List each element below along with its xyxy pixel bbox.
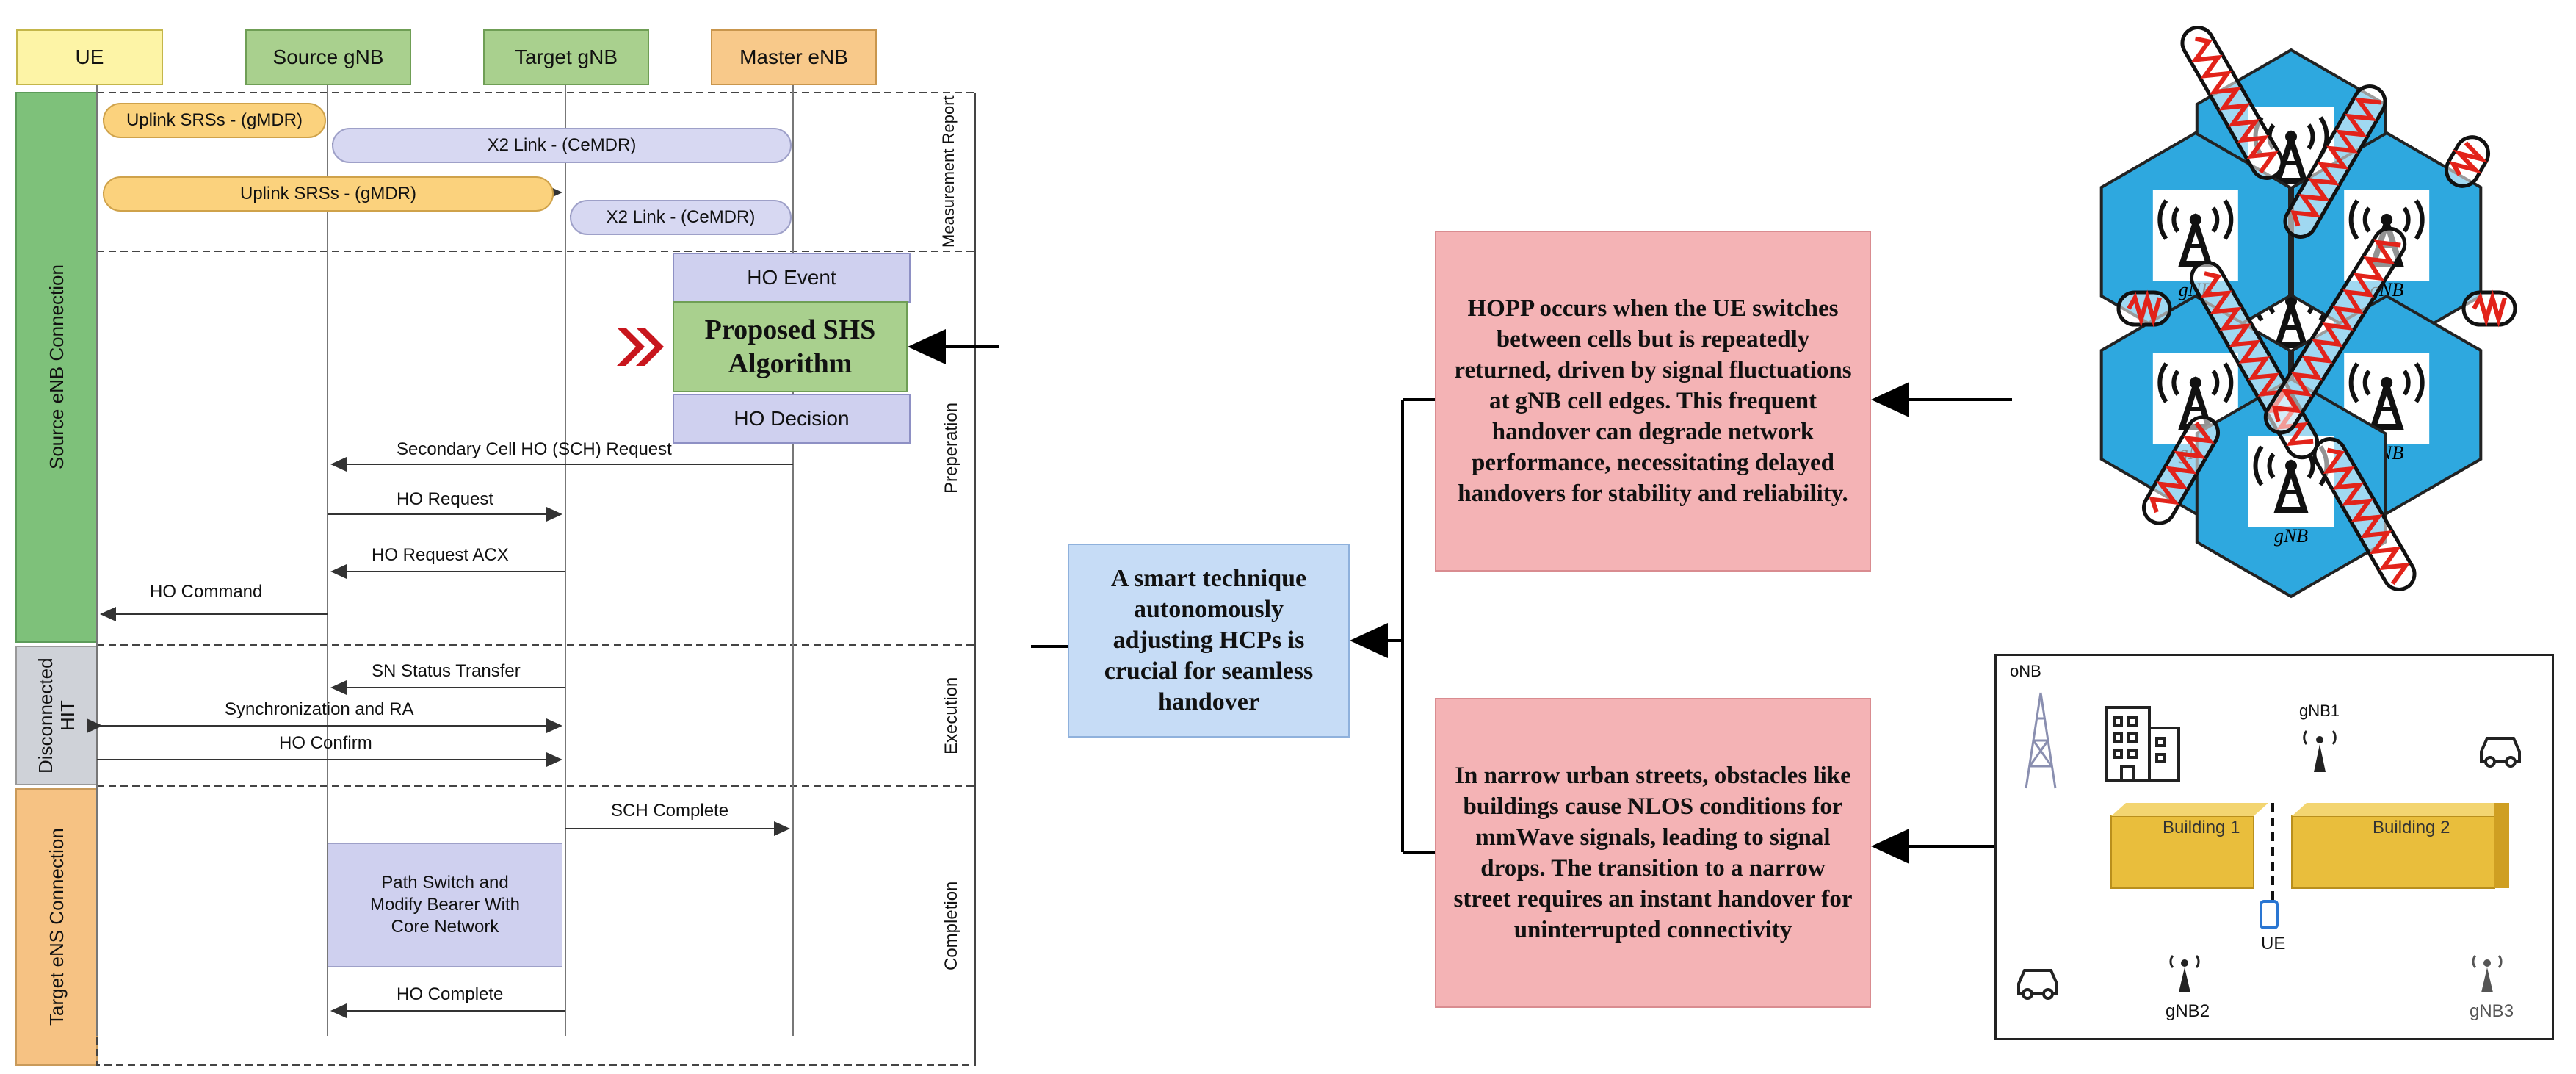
label-building-1: Building 1: [2163, 818, 2240, 837]
phase-label-disconnected: Disconnected HIT: [35, 657, 79, 774]
header-source-gnb: Source gNB: [245, 29, 411, 85]
phase-label-completion: Completion: [941, 881, 961, 970]
band-target: [15, 788, 98, 1066]
building-2-side: [2494, 803, 2509, 888]
building-1-roof: [2111, 803, 2268, 816]
msg-ho-command: HO Command: [150, 582, 263, 602]
label-building-2: Building 2: [2373, 818, 2450, 837]
gnb2-antenna-icon: [2169, 955, 2200, 992]
enb-tower-icon: [2025, 692, 2057, 789]
handover-ripple-capsule: [2312, 437, 2417, 591]
phase-label-target: Target eNS Connection: [46, 828, 68, 1026]
label-enb: oNB: [2010, 662, 2041, 680]
phase-label-execution: Execution: [941, 677, 961, 754]
msg-sync-ra: Synchronization and RA: [225, 699, 414, 719]
antenna-icon: [2157, 199, 2234, 267]
building-2: [2291, 815, 2495, 889]
handover-ripple-capsule: [2116, 289, 2172, 328]
handover-ripple-capsule: [2283, 84, 2387, 239]
hex-label: gNB: [2274, 525, 2308, 547]
msg-uplink-2: Uplink SRSs - (gMDR): [103, 176, 554, 212]
nlos-description-box: In narrow urban streets, obstacles like …: [1435, 698, 1871, 1008]
building-1: [2110, 815, 2254, 889]
msg-sch-complete: SCH Complete: [611, 801, 729, 821]
band-source: [15, 92, 98, 643]
handover-ripple-capsule: [2263, 226, 2407, 435]
car-icon: [2480, 737, 2521, 768]
header-ue: UE: [16, 29, 163, 85]
office-building-icon: [2105, 706, 2180, 782]
msg-ho-request-ack: HO Request ACX: [372, 545, 509, 565]
building-2-roof: [2292, 803, 2509, 816]
ue-phone-icon: [2260, 900, 2279, 929]
shs-feedback-line: [908, 329, 999, 364]
hopp-description-box: HOPP occurs when the UE switches between…: [1435, 231, 1871, 572]
path-switch-box: Path Switch and Modify Bearer With Core …: [328, 843, 562, 967]
label-gnb1: gNB1: [2299, 702, 2340, 720]
phase-label-measurement: Measurement Report: [939, 95, 958, 248]
band-disconnected: [15, 646, 98, 785]
msg-x2-1: X2 Link - (CeMDR): [332, 128, 792, 163]
msg-ho-request: HO Request: [397, 489, 494, 509]
label-ue: UE: [2261, 934, 2286, 954]
msg-sn-status: SN Status Transfer: [372, 661, 521, 681]
header-target-gnb: Target gNB: [483, 29, 649, 85]
phase-label-source: Source eNB Connection: [46, 264, 68, 470]
hexagonal-cell-grid: gNBgNBgNBgNBgNBgNBgNB: [2099, 26, 2517, 599]
street-scene-frame: oNB gNB1 Building 1 Building 2 UE gNB2 g…: [1994, 654, 2554, 1040]
chevron-icon: [636, 328, 664, 366]
ho-decision-box: HO Decision: [673, 394, 911, 444]
msg-ho-complete: HO Complete: [397, 984, 504, 1004]
msg-sch-request: Secondary Cell HO (SCH) Request: [397, 439, 672, 459]
ho-event-box: HO Event: [673, 253, 911, 303]
label-gnb3: gNB3: [2470, 1001, 2514, 1021]
chevron-icon: [617, 328, 645, 366]
antenna-icon: [2348, 362, 2425, 430]
smart-technique-box: A smart technique autonomously adjusting…: [1068, 544, 1350, 738]
handover-ripple-capsule: [2142, 415, 2220, 525]
header-master-enb: Master eNB: [711, 29, 877, 85]
gnb1-antenna-icon: [2303, 730, 2337, 772]
msg-ho-confirm: HO Confirm: [279, 733, 372, 753]
handover-ripple-capsule: [2445, 135, 2490, 188]
handover-ripple-capsule: [2180, 26, 2284, 180]
car-icon: [2017, 969, 2058, 1000]
handover-ripple-capsule: [2461, 289, 2517, 328]
label-gnb2: gNB2: [2166, 1001, 2210, 1021]
msg-uplink-1: Uplink SRSs - (gMDR): [103, 103, 326, 138]
shs-algorithm-box: Proposed SHS Algorithm: [673, 301, 908, 392]
street-scene: [2017, 692, 2521, 1000]
msg-x2-2: X2 Link - (CeMDR): [570, 200, 792, 235]
gnb3-antenna-icon: [2472, 955, 2503, 992]
phase-label-preparation: Preperation: [941, 402, 961, 494]
